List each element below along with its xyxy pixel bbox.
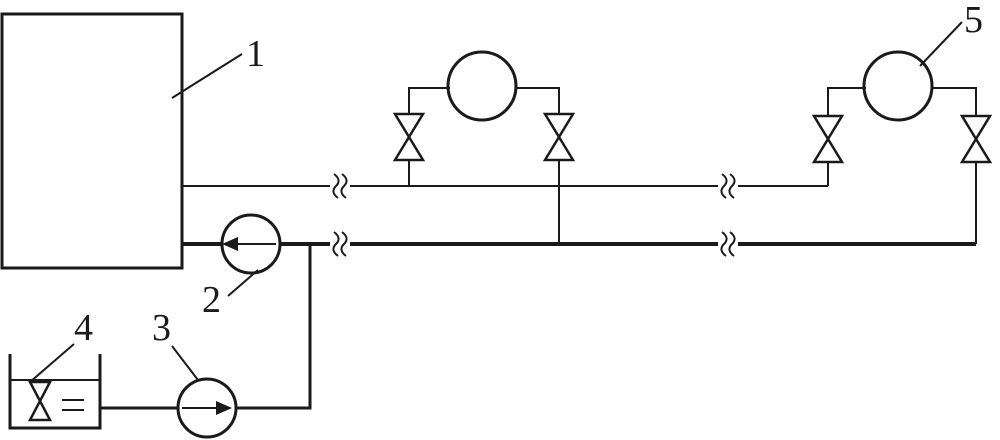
- boiler: [0, 12, 184, 270]
- radiator-b-inlet-valve: [811, 114, 845, 164]
- makeup-tank: [8, 354, 102, 430]
- radiator-b-outlet-pipe: [932, 87, 977, 116]
- makeup-pump-arrow-head: [216, 401, 232, 415]
- makeup-pump-leader-line: [171, 345, 199, 381]
- radiator-a-inlet-pipe: [408, 87, 450, 114]
- radiator-branch-a: [392, 50, 576, 244]
- makeup-pump: [176, 377, 238, 439]
- makeup-tank-leader-line: [29, 343, 75, 383]
- radiator-label: 5: [964, 0, 983, 41]
- makeup-tank-label: 4: [74, 307, 93, 349]
- radiator-a-outlet-pipe: [516, 87, 560, 114]
- makeup-tank-float-valve: [27, 380, 53, 422]
- radiator-a-outlet-valve: [542, 112, 576, 162]
- circulation-pump-arrow-head: [222, 237, 238, 251]
- circulation-pump-leader-line: [227, 269, 259, 297]
- makeup-pump-label: 3: [152, 307, 171, 349]
- radiator-b-outlet-valve: [959, 114, 993, 164]
- boiler-leader-line: [171, 53, 243, 99]
- radiator-b-inlet-pipe: [827, 87, 866, 116]
- pipe-break-mark-3: [332, 231, 348, 257]
- pipe-break-mark-1: [332, 173, 348, 199]
- pipe-break-mark-2: [720, 173, 736, 199]
- circulation-pump-label: 2: [202, 279, 221, 321]
- radiator-b: [862, 50, 934, 122]
- radiator-leader-line: [919, 21, 963, 67]
- makeup-riser-pipe: [236, 244, 312, 410]
- radiator-a-inlet-valve: [392, 112, 426, 162]
- boiler-label: 1: [246, 33, 265, 75]
- radiator-a: [446, 50, 518, 122]
- radiator-branch-b: [811, 50, 993, 244]
- pipe-break-mark-4: [720, 231, 736, 257]
